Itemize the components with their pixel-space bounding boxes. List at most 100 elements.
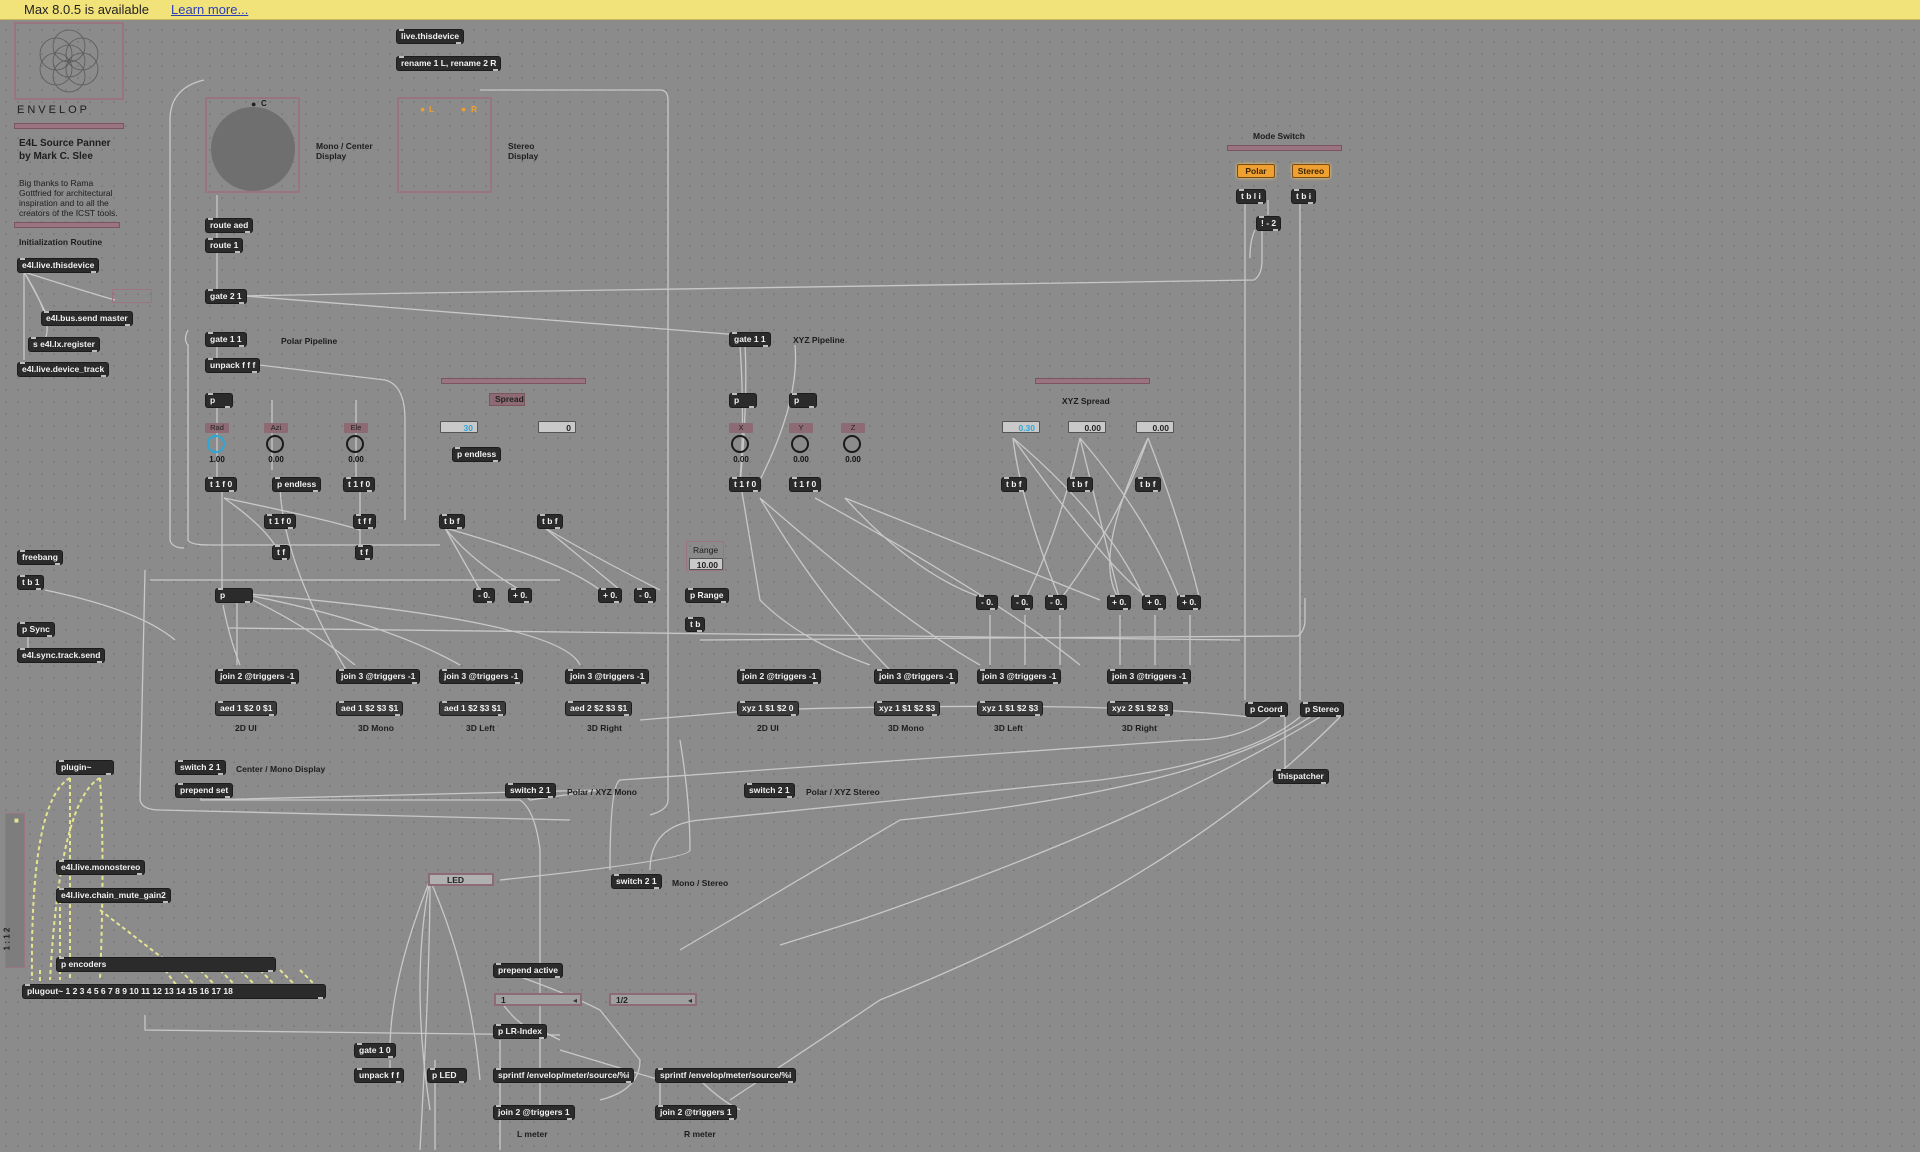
obj-switch-d[interactable]: switch 2 1 <box>612 874 661 889</box>
obj-p-mid[interactable]: p <box>216 588 252 603</box>
obj-e4l-live-device-track[interactable]: e4l.live.device_track <box>18 362 109 377</box>
dial-x-knob[interactable] <box>731 435 749 453</box>
dial-z-knob[interactable] <box>843 435 861 453</box>
obj-t1f0-c[interactable]: t 1 f 0 <box>265 514 296 529</box>
obj-plugout[interactable]: plugout~ 1 2 3 4 5 6 7 8 9 10 11 12 13 1… <box>23 984 325 999</box>
obj-gate-1-0[interactable]: gate 1 0 <box>355 1043 395 1058</box>
obj-p-3[interactable]: p <box>790 393 816 408</box>
obj-aed-b[interactable]: aed 1 $2 $3 $1 <box>337 701 403 716</box>
obj-xyz-b[interactable]: xyz 1 $1 $2 $3 <box>875 701 940 716</box>
obj-freebang[interactable]: freebang <box>18 550 62 565</box>
dial-z[interactable]: Z 0.00 <box>841 423 865 464</box>
obj-minus-b[interactable]: - 0. <box>635 588 656 603</box>
obj-minus-e[interactable]: - 0. <box>1046 595 1067 610</box>
obj-e4l-sync[interactable]: e4l.sync.track.send <box>18 648 105 663</box>
obj-minus-d[interactable]: - 0. <box>1012 595 1033 610</box>
obj-tff[interactable]: t f f <box>354 514 376 529</box>
dial-ele-knob[interactable] <box>346 435 364 453</box>
obj-join3-d[interactable]: join 3 @triggers -1 <box>875 669 958 684</box>
menu-b[interactable]: 1/2◂ <box>609 993 697 1006</box>
center-circle[interactable] <box>211 107 295 191</box>
polar-toggle[interactable]: Polar <box>1237 164 1275 178</box>
side-meter-panel[interactable]: ■ 1 : 1 2 <box>2 813 25 968</box>
obj-minus2[interactable]: ! - 2 <box>1257 216 1281 231</box>
obj-prepend-active[interactable]: prepend active <box>494 963 562 978</box>
obj-unpack-ff[interactable]: unpack f f <box>355 1068 404 1083</box>
dial-rad[interactable]: Rad 1.00 <box>205 423 229 464</box>
obj-plus-a[interactable]: + 0. <box>509 588 532 603</box>
obj-p-2[interactable]: p <box>730 393 756 408</box>
obj-join2-a[interactable]: join 2 @triggers -1 <box>216 669 299 684</box>
obj-join3-b[interactable]: join 3 @triggers -1 <box>440 669 523 684</box>
stereo-display-panel[interactable]: ● L ● R <box>397 97 492 193</box>
obj-gate-1-1b[interactable]: gate 1 1 <box>730 332 770 347</box>
obj-live-thisdevice[interactable]: live.thisdevice <box>397 29 464 44</box>
obj-switch-a[interactable]: switch 2 1 <box>176 760 225 775</box>
obj-join3-f[interactable]: join 3 @triggers -1 <box>1108 669 1191 684</box>
obj-tbf-d[interactable]: t b f <box>1068 477 1092 492</box>
obj-tbf-e[interactable]: t b f <box>1136 477 1160 492</box>
obj-join3-a[interactable]: join 3 @triggers -1 <box>337 669 420 684</box>
obj-p-1[interactable]: p <box>206 393 232 408</box>
obj-tbli[interactable]: t b l i <box>1237 189 1265 204</box>
dial-x[interactable]: X 0.00 <box>729 423 753 464</box>
obj-p-led[interactable]: p LED <box>428 1068 466 1083</box>
obj-unpack-fff[interactable]: unpack f f f <box>206 358 260 373</box>
led-toggle[interactable]: LED <box>428 873 494 886</box>
obj-plugin[interactable]: plugin~ <box>57 760 113 775</box>
obj-xyz-c[interactable]: xyz 1 $1 $2 $3 <box>978 701 1043 716</box>
obj-e4l-chain-mute[interactable]: e4l.live.chain_mute_gain2 <box>57 888 170 903</box>
learn-more-link[interactable]: Learn more... <box>171 2 249 17</box>
obj-minus-c[interactable]: - 0. <box>977 595 998 610</box>
obj-join2-c[interactable]: join 2 @triggers 1 <box>494 1105 574 1120</box>
obj-join3-c[interactable]: join 3 @triggers -1 <box>566 669 649 684</box>
obj-tbf-b[interactable]: t b f <box>538 514 562 529</box>
obj-switch-b[interactable]: switch 2 1 <box>506 783 555 798</box>
obj-aed-c[interactable]: aed 1 $2 $3 $1 <box>440 701 506 716</box>
obj-t1f0-b[interactable]: t 1 f 0 <box>344 477 375 492</box>
obj-e4l-monostereo[interactable]: e4l.live.monostereo <box>57 860 145 875</box>
range-number[interactable]: 10.00 <box>689 558 723 570</box>
obj-t1f0-a[interactable]: t 1 f 0 <box>206 477 237 492</box>
obj-p-range[interactable]: p Range <box>686 588 728 603</box>
menu-a[interactable]: 1◂ <box>494 993 582 1006</box>
obj-prepend-set[interactable]: prepend set <box>176 783 233 798</box>
obj-tbi[interactable]: t b i <box>1292 189 1316 204</box>
spread-number-a[interactable]: 30 <box>440 421 478 433</box>
dial-rad-knob[interactable] <box>207 435 225 453</box>
obj-aed-d[interactable]: aed 2 $2 $3 $1 <box>566 701 632 716</box>
obj-p-coord[interactable]: p Coord <box>1246 702 1287 717</box>
dial-y-knob[interactable] <box>791 435 809 453</box>
obj-e4l-bus-send[interactable]: e4l.bus.send master <box>42 311 132 326</box>
obj-xyz-a[interactable]: xyz 1 $1 $2 0 <box>738 701 798 716</box>
dial-ele[interactable]: Ele 0.00 <box>344 423 368 464</box>
obj-sprintf-a[interactable]: sprintf /envelop/meter/source/%i <box>494 1068 634 1083</box>
obj-join2-d[interactable]: join 2 @triggers 1 <box>656 1105 736 1120</box>
obj-t1f0-d[interactable]: t 1 f 0 <box>730 477 761 492</box>
obj-join2-b[interactable]: join 2 @triggers -1 <box>738 669 821 684</box>
obj-s-e4l-lx-register[interactable]: s e4l.lx.register <box>29 337 99 352</box>
obj-p-endless-b[interactable]: p endless <box>453 447 501 462</box>
mono-center-display-panel[interactable]: ● C <box>205 97 300 193</box>
obj-minus-a[interactable]: - 0. <box>474 588 495 603</box>
obj-plus-b[interactable]: + 0. <box>599 588 622 603</box>
init-message-box[interactable] <box>112 289 152 303</box>
obj-switch-c[interactable]: switch 2 1 <box>745 783 794 798</box>
obj-xyz-d[interactable]: xyz 2 $1 $2 $3 <box>1108 701 1173 716</box>
obj-aed-a[interactable]: aed 1 $2 0 $1 <box>216 701 277 716</box>
obj-rename[interactable]: rename 1 L, rename 2 R <box>397 56 501 71</box>
obj-tb1[interactable]: t b 1 <box>18 575 44 590</box>
obj-tbf-a[interactable]: t b f <box>440 514 464 529</box>
obj-plus-e[interactable]: + 0. <box>1178 595 1201 610</box>
obj-route-aed[interactable]: route aed <box>206 218 253 233</box>
obj-e4l-live-thisdevice[interactable]: e4l.live.thisdevice <box>18 258 99 273</box>
dial-azi[interactable]: Azi 0.00 <box>264 423 288 464</box>
obj-sprintf-b[interactable]: sprintf /envelop/meter/source/%i <box>656 1068 796 1083</box>
obj-gate-2-1[interactable]: gate 2 1 <box>206 289 246 304</box>
obj-gate-1-1[interactable]: gate 1 1 <box>206 332 246 347</box>
obj-plus-d[interactable]: + 0. <box>1143 595 1166 610</box>
xyz-spread-number-a[interactable]: 0.30 <box>1002 421 1040 433</box>
dial-y[interactable]: Y 0.00 <box>789 423 813 464</box>
stereo-toggle[interactable]: Stereo <box>1292 164 1330 178</box>
dial-azi-knob[interactable] <box>266 435 284 453</box>
